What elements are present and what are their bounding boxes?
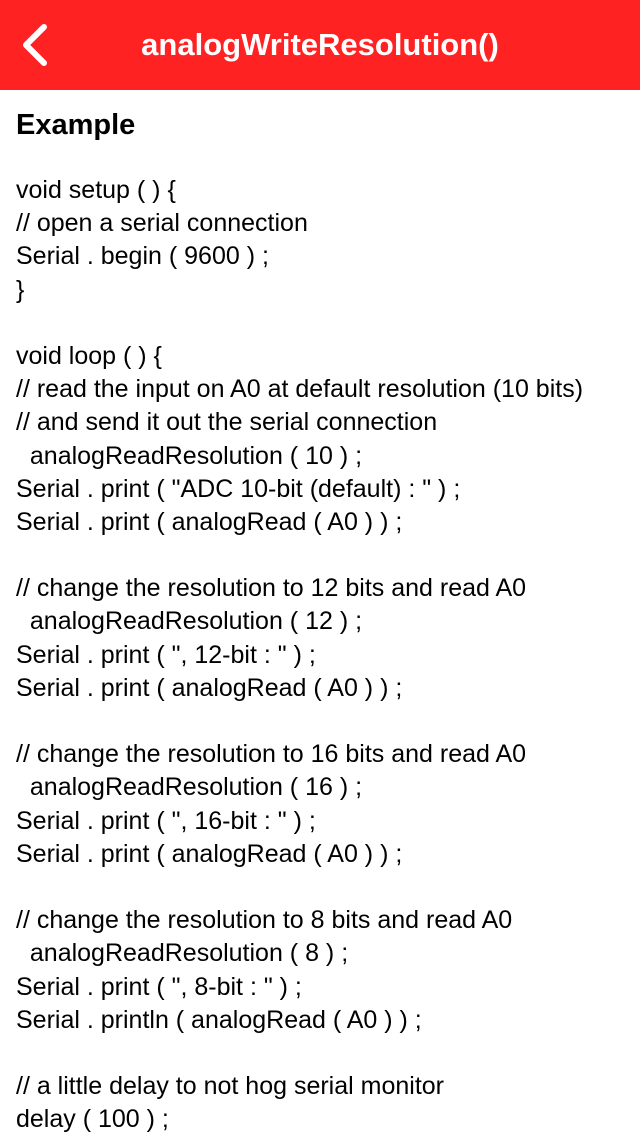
code-line: Serial . print ( analogRead ( A0 ) ) ;: [16, 507, 403, 536]
code-line: Serial . begin ( 9600 ) ;: [16, 242, 269, 271]
code-line: [16, 539, 630, 572]
code-line: [16, 307, 630, 340]
code-example: void setup ( ) { // open a serial connect…: [16, 174, 630, 1136]
code-line: Serial . print ( ", 12-bit : " ) ;: [16, 640, 316, 669]
back-button[interactable]: [0, 0, 70, 90]
code-line: // a little delay to not hog serial moni…: [16, 1072, 445, 1101]
code-line: Serial . print ( analogRead ( A0 ) ) ;: [16, 839, 403, 868]
code-line: // read the input on A0 at default resol…: [16, 375, 584, 404]
code-line: analogReadResolution ( 8 ) ;: [16, 939, 349, 968]
code-line: delay ( 100 ) ;: [16, 1105, 169, 1134]
code-line: Serial . println ( analogRead ( A0 ) ) ;: [16, 1005, 422, 1034]
code-line: // change the resolution to 12 bits and …: [16, 574, 527, 603]
code-line: // change the resolution to 8 bits and r…: [16, 906, 513, 935]
code-line: analogReadResolution ( 12 ) ;: [16, 607, 363, 636]
code-line: // change the resolution to 16 bits and …: [16, 740, 527, 769]
code-line: Serial . print ( ", 16-bit : " ) ;: [16, 806, 316, 835]
section-heading: Example: [16, 109, 136, 141]
nav-bar: analogWriteResolution(): [0, 0, 640, 90]
code-line: // and send it out the serial connection: [16, 408, 438, 437]
code-line: void setup ( ) {: [16, 176, 176, 204]
code-line: void loop ( ) {: [16, 341, 162, 370]
page-title: analogWriteResolution(): [141, 27, 499, 62]
code-line: analogReadResolution ( 16 ) ;: [16, 773, 363, 802]
code-line: Serial . print ( "ADC 10-bit (default) :…: [16, 474, 461, 503]
code-line: Serial . print ( analogRead ( A0 ) ) ;: [16, 673, 403, 702]
code-line: Serial . print ( ", 8-bit : " ) ;: [16, 972, 302, 1001]
code-line: // open a serial connection: [16, 209, 308, 238]
code-line: }: [16, 275, 25, 304]
content-area: Example void setup ( ) { // open a serial…: [16, 104, 630, 1136]
chevron-left-icon: [20, 23, 50, 67]
code-line: [16, 871, 630, 904]
code-line: analogReadResolution ( 10 ) ;: [16, 441, 363, 470]
code-line: [16, 705, 630, 738]
code-line: [16, 1037, 630, 1070]
